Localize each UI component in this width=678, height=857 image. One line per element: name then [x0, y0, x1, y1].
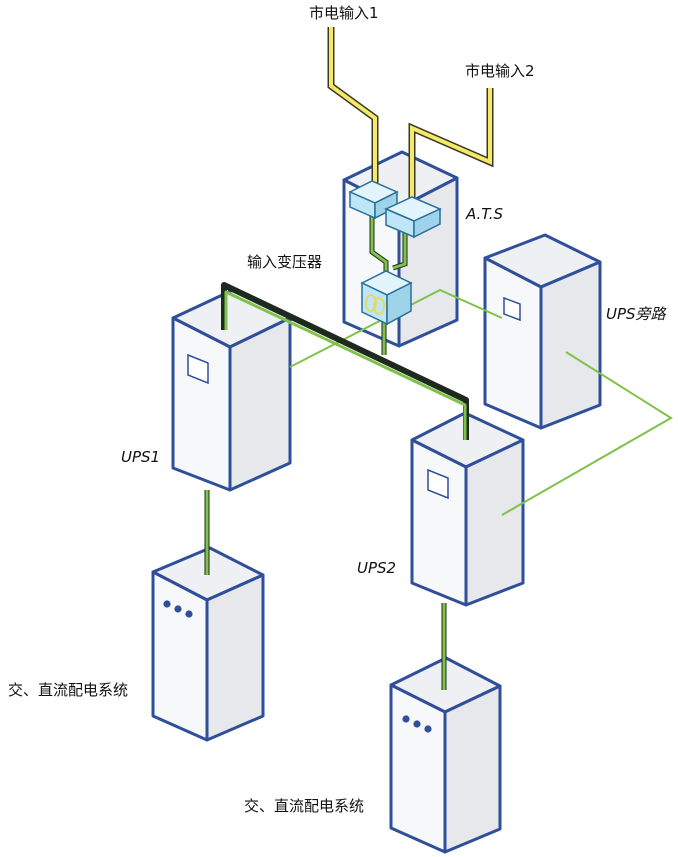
ups-bypass-cabinet [483, 233, 602, 430]
label-ups1: UPS1 [121, 448, 161, 466]
wire-mains-input-2 [408, 88, 494, 205]
ups1-side [228, 316, 292, 492]
label-distribution-1: 交、直流配电系统 [8, 681, 129, 699]
wire-transformer-bus [221, 282, 469, 440]
status-dot-icon [185, 610, 193, 618]
ups1-panel [187, 353, 209, 385]
ups-bypass-face [483, 256, 543, 430]
status-dot-icon [174, 605, 182, 613]
label-distribution-2: 交、直流配电系统 [244, 797, 365, 815]
distribution-2-side [443, 684, 502, 854]
distribution-2-face [389, 683, 447, 854]
transformer-coil-icon [365, 294, 377, 312]
ats-switch-2 [384, 196, 442, 239]
status-dot-icon [413, 720, 421, 728]
ups1-face [171, 316, 232, 492]
label-mains-input-2: 市电输入2 [465, 62, 535, 80]
wire-bypass-to-ups2 [501, 351, 673, 516]
label-ups-bypass: UPS旁路 [606, 305, 666, 323]
status-dot-icon [424, 725, 432, 733]
label-input-transformer: 输入变压器 [247, 253, 323, 271]
ats-switch-1 [348, 180, 399, 220]
label-ups2: UPS2 [357, 559, 397, 577]
label-ats: A.T.S [466, 205, 503, 223]
distribution-1-side [205, 573, 265, 742]
transformer-module [360, 270, 413, 326]
ups2-panel [427, 468, 449, 500]
distribution-cabinet-2 [389, 656, 502, 854]
ups2-face [410, 438, 468, 607]
distribution-1-face [151, 570, 209, 742]
status-dot-icon [163, 600, 171, 608]
status-dot-icon [402, 715, 410, 723]
distribution-cabinet-1 [151, 546, 265, 742]
label-mains-input-1: 市电输入1 [309, 4, 379, 22]
ups-bypass-panel [503, 296, 521, 322]
ups1-cabinet [171, 288, 292, 492]
ups-bypass-side [539, 260, 602, 430]
transformer-coil-icon [373, 297, 385, 315]
ups2-side [464, 438, 525, 607]
wire-mains-input-1 [327, 27, 379, 184]
ups2-cabinet [410, 411, 525, 607]
